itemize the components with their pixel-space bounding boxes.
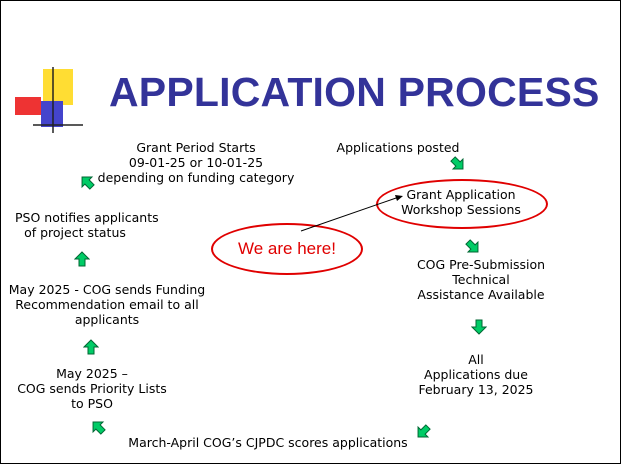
we-are-here-label: We are here!: [238, 239, 336, 258]
step-line: Grant Period Starts: [136, 140, 256, 155]
step-line: Workshop Sessions: [401, 202, 521, 217]
step-grant-period: Grant Period Starts 09-01-25 or 10-01-25…: [91, 140, 301, 185]
cycle-arrow-icon: [417, 424, 431, 438]
step-line: COG Pre-Submission: [416, 257, 546, 272]
step-line: Assistance Available: [417, 287, 545, 302]
step-line: depending on funding category: [97, 170, 295, 185]
step-cjpdc-scores: March-April COG’s CJPDC scores applicati…: [128, 435, 408, 450]
step-workshop: Grant Application Workshop Sessions: [386, 187, 536, 217]
cycle-arrow-icon: [465, 239, 479, 253]
step-line: 09-01-25 or 10-01-25: [128, 155, 264, 170]
page-title: APPLICATION PROCESS: [109, 69, 600, 115]
step-line: COG sends Priority Lists: [17, 381, 167, 396]
step-line: PSO notifies applicants: [15, 210, 159, 225]
cycle-arrow-icon: [81, 176, 95, 190]
step-line: May 2025 –: [56, 366, 128, 381]
step-presubmission: COG Pre-Submission Technical Assistance …: [406, 257, 556, 302]
cycle-arrow-icon: [92, 421, 106, 435]
step-pso-notifies: PSO notifies applicants of project statu…: [15, 210, 159, 240]
step-line: February 13, 2025: [418, 382, 534, 397]
step-applications-due: All Applications due February 13, 2025: [406, 352, 546, 397]
step-line: Grant Application: [406, 187, 516, 202]
slide-logo-icon: [15, 67, 83, 133]
step-line: of project status: [24, 225, 126, 240]
step-applications-posted: Applications posted: [336, 140, 460, 155]
step-line: to PSO: [71, 396, 113, 411]
step-line: applicants: [74, 312, 140, 327]
step-line: May 2025 - COG sends Funding: [8, 282, 206, 297]
step-line: All: [468, 352, 484, 367]
step-funding-recommendation: May 2025 - COG sends Funding Recommendat…: [7, 282, 207, 327]
cycle-arrow-icon: [471, 319, 487, 335]
cycle-arrow-icon: [83, 339, 99, 355]
cycle-arrow-icon: [450, 156, 464, 170]
step-line: Technical: [452, 272, 510, 287]
step-line: Applications due: [424, 367, 528, 382]
we-are-here-oval: [211, 223, 363, 275]
step-priority-lists: May 2025 – COG sends Priority Lists to P…: [17, 366, 167, 411]
step-line: Recommendation email to all: [15, 297, 199, 312]
cycle-arrow-icon: [74, 251, 90, 267]
